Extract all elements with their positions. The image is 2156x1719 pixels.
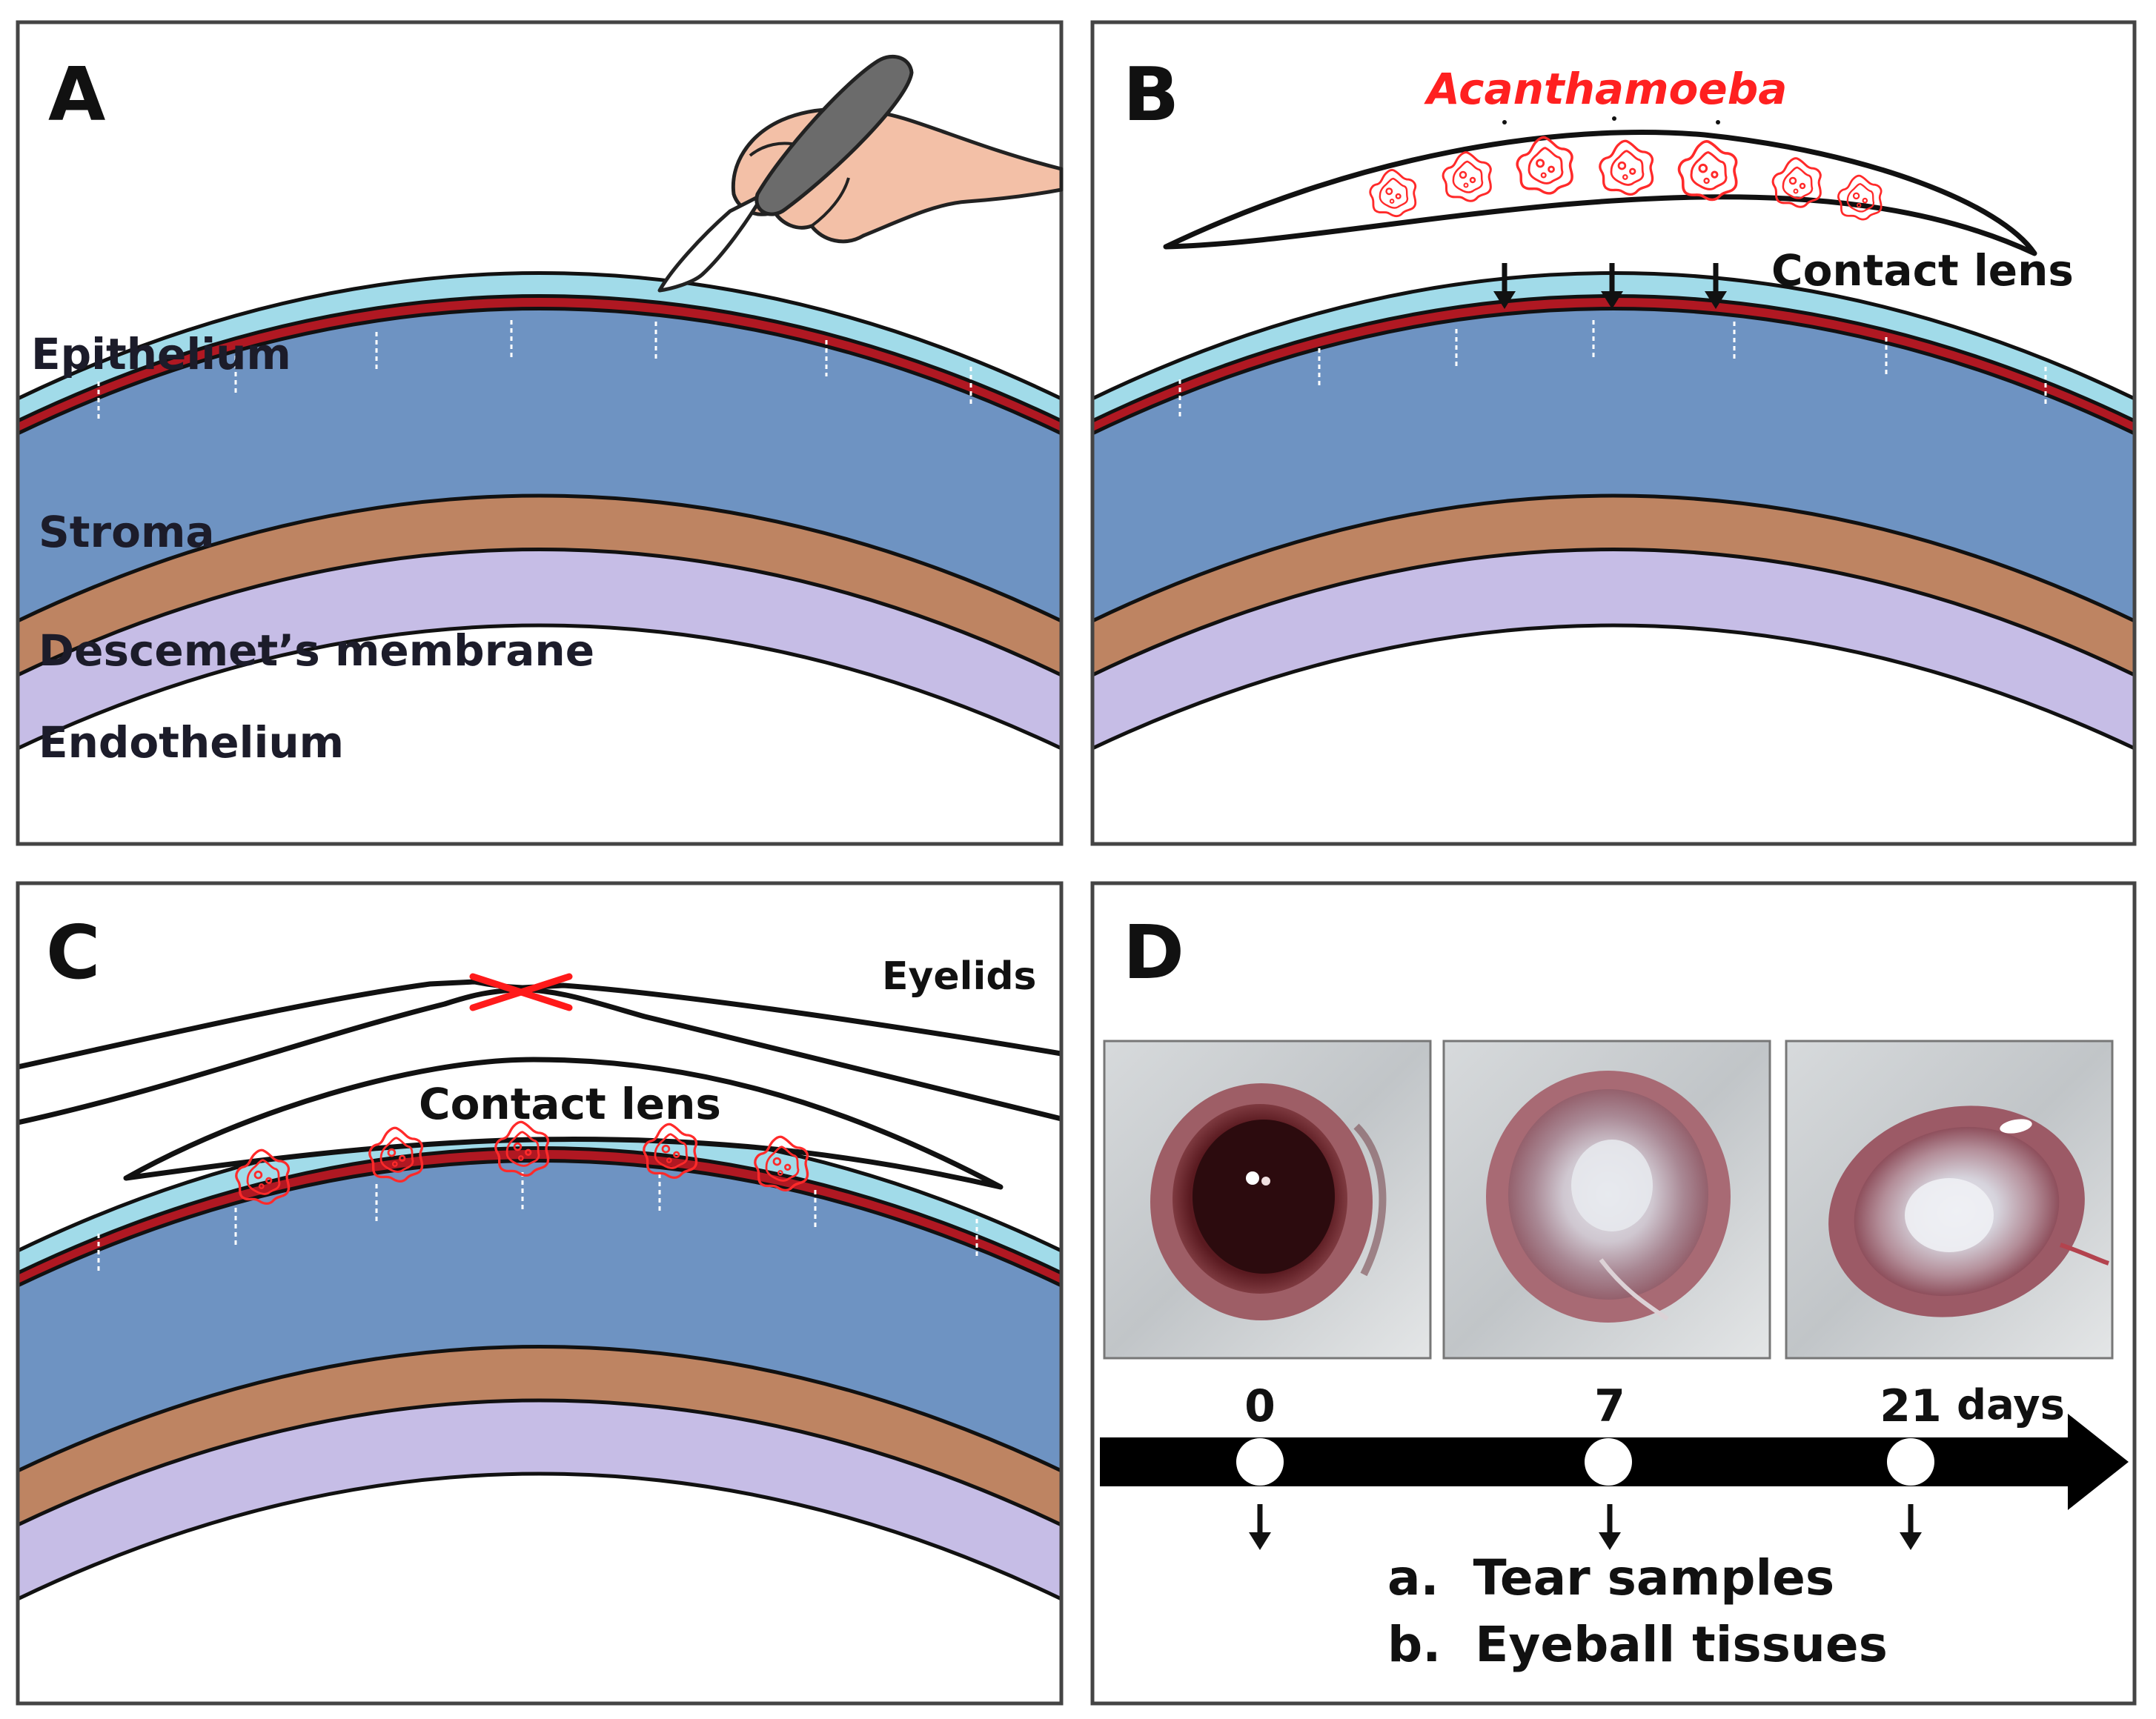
scalpel-icon — [657, 54, 914, 293]
timeline-point-7 — [1585, 1438, 1632, 1486]
eye-photo-icon — [1785, 1040, 2114, 1360]
stroma-label: Stroma — [39, 507, 215, 557]
eyelids-label: Eyelids — [882, 954, 1037, 999]
panel-letter-c: C — [46, 909, 100, 996]
contact-lens — [123, 1057, 1004, 1190]
contact-lens — [1163, 130, 2037, 256]
descemet-label: Descemet’s membrane — [39, 625, 594, 676]
panel-c: C Eyelids Contact lens — [16, 881, 1064, 1706]
organism-label: Acanthamoeba — [1424, 64, 1787, 114]
panel-letter-a: A — [48, 51, 105, 138]
bowman-layer — [18, 296, 1061, 433]
timeline-point-21 — [1887, 1438, 1934, 1486]
suture-icon — [469, 973, 573, 1011]
tick-label-0: 0 — [1244, 1380, 1276, 1432]
endothelium-layer — [18, 549, 1061, 748]
endothelium-label: Endothelium — [39, 717, 344, 768]
epithelium-label: Epithelium — [31, 329, 291, 379]
panel-a: A Epithelium Stroma Descemet’s membrane … — [16, 20, 1064, 846]
days-label: days — [1957, 1381, 2065, 1429]
timeline — [1100, 1414, 2129, 1510]
eye-photo-icon — [1442, 1040, 1771, 1360]
panel-d: D — [1090, 881, 2137, 1706]
stroma-layer — [18, 308, 1061, 621]
epithelial-scratches — [97, 320, 972, 419]
sample-label-eyeball: b. Eyeball tissues — [1387, 1616, 1888, 1673]
panel-letter-b: B — [1123, 51, 1179, 138]
contact-lens-label: Contact lens — [419, 1079, 721, 1129]
contact-lens-label: Contact lens — [1771, 245, 2074, 296]
descemet-layer — [18, 496, 1061, 675]
tick-label-21: 21 — [1880, 1380, 1942, 1432]
eye-photo-icon — [1103, 1040, 1432, 1360]
panel-letter-d: D — [1123, 909, 1184, 996]
epithelium-layer — [18, 273, 1061, 421]
timeline-point-0 — [1236, 1438, 1284, 1486]
panel-b: B Acanthamoeba Contact lens — [1090, 20, 2137, 846]
tick-label-7: 7 — [1594, 1380, 1625, 1432]
sample-label-tear: a. Tear samples — [1387, 1549, 1834, 1606]
